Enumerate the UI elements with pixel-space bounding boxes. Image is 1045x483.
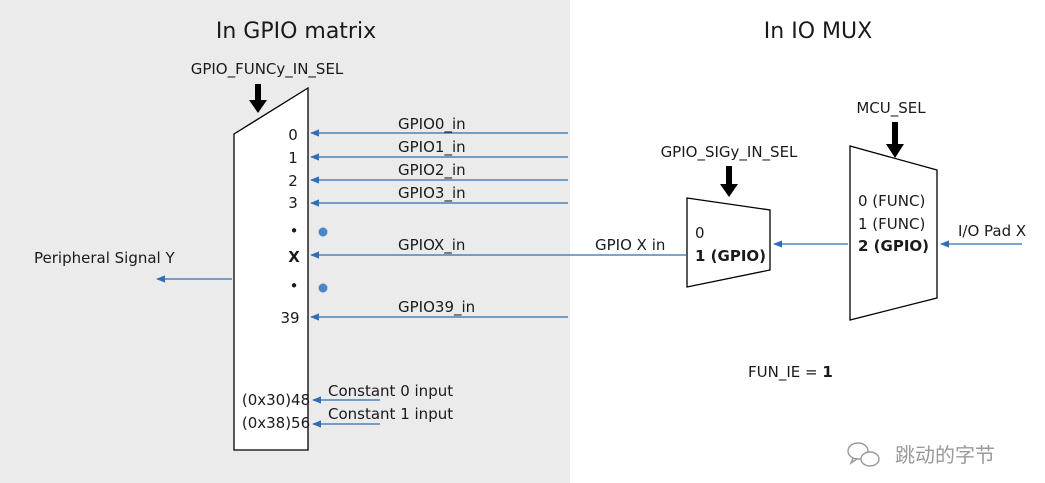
- fun-ie-value: 1: [822, 363, 832, 381]
- port-ellipsis-top: •: [290, 222, 299, 240]
- gpio2-in-label: GPIO2_in: [398, 161, 466, 180]
- io-pad-label: I/O Pad X: [958, 222, 1026, 240]
- gpio-sigy-in-sel-label: GPIO_SIGy_IN_SEL: [661, 143, 798, 162]
- port-ellipsis-bottom: •: [290, 277, 299, 295]
- port-label-x: X: [288, 248, 300, 266]
- gpio1-in-label: GPIO1_in: [398, 138, 466, 157]
- port-label-1: 1: [288, 149, 298, 167]
- port-label-0: 0: [288, 126, 298, 144]
- constant1-label: Constant 1 input: [328, 405, 453, 423]
- port-label-2: 2: [288, 172, 298, 190]
- sig-mux-port-0: 0: [695, 224, 705, 242]
- io-mux-title: In IO MUX: [764, 19, 872, 44]
- gpio-matrix-mux: [233, 86, 309, 451]
- gpio-sig-mux: [686, 197, 771, 288]
- gpio39-in-label: GPIO39_in: [398, 298, 475, 317]
- io-mux-port-1: 1 (FUNC): [858, 215, 925, 233]
- gpio-matrix-select-arrow: [249, 84, 267, 113]
- gpio-funcy-in-sel-label: GPIO_FUNCy_IN_SEL: [191, 60, 344, 79]
- peripheral-signal-label: Peripheral Signal Y: [34, 249, 175, 267]
- fun-ie-prefix: FUN_IE =: [748, 363, 822, 382]
- port-label-3: 3: [288, 194, 298, 212]
- wechat-icon: [847, 442, 880, 467]
- io-mux: [849, 145, 938, 321]
- port-label-39: 39: [280, 309, 299, 327]
- gpio3-in-label: GPIO3_in: [398, 184, 466, 203]
- gpiox-in-label: GPIOX_in: [398, 236, 465, 255]
- mcu-sel-arrow: [886, 122, 904, 158]
- gpio0-in-label: GPIO0_in: [398, 115, 466, 134]
- io-mux-port-0: 0 (FUNC): [858, 192, 925, 210]
- sig-mux-select-arrow: [720, 166, 738, 197]
- mcu-sel-label: MCU_SEL: [856, 99, 926, 118]
- port-label-const0: (0x30)48: [242, 391, 310, 409]
- gpio-x-in-label: GPIO X in: [595, 236, 665, 254]
- watermark-text: 跳动的字节: [895, 443, 995, 467]
- port-label-const1: (0x38)56: [242, 414, 310, 432]
- fun-ie-label: FUN_IE = 1: [748, 363, 833, 382]
- io-mux-port-2: 2 (GPIO): [858, 237, 929, 255]
- constant0-label: Constant 0 input: [328, 382, 453, 400]
- ellipsis-dot-top: [318, 227, 328, 237]
- sig-mux-port-1: 1 (GPIO): [695, 247, 766, 265]
- gpio-matrix-title: In GPIO matrix: [216, 19, 376, 44]
- ellipsis-dot-bottom: [318, 283, 328, 293]
